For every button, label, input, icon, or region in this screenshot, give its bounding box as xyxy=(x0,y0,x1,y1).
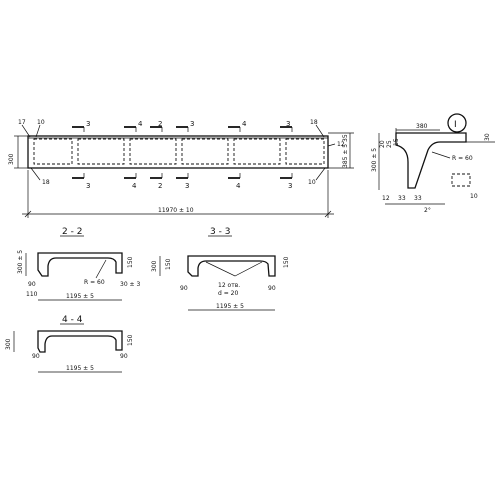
section-2-2-l1: 90 xyxy=(28,281,36,288)
section-4-4-profile xyxy=(37,330,123,353)
section-2-2-right: 150 xyxy=(127,256,134,268)
section-4-4-width: 1195 ± 5 xyxy=(66,365,94,372)
section-4-4-right: 90 xyxy=(120,353,128,360)
detail-I-h3: 25 xyxy=(386,140,393,148)
end-right-mid: 12 xyxy=(337,141,345,148)
section-4-4-title: 4 - 4 xyxy=(62,315,83,325)
section-3-3-right-top: 150 xyxy=(283,256,290,268)
beam-length: 11970 ± 10 xyxy=(158,207,194,214)
section-2-2-r: 30 ± 3 xyxy=(120,281,140,288)
detail-I-angle: 2° xyxy=(424,207,431,214)
detail-I: I 380 30 R = 60 300 ± 5 20 25 15 12 33 3… xyxy=(371,113,495,214)
section-2-2-profile xyxy=(37,252,123,277)
cut-label-3e: 3 xyxy=(185,182,189,190)
detail-I-marker xyxy=(447,113,467,133)
detail-I-right-top: 30 xyxy=(484,133,491,141)
detail-I-h2: 20 xyxy=(379,140,386,148)
beam-end-right-val: 35 xyxy=(342,134,349,142)
section-3-3-web xyxy=(205,261,263,277)
section-2-2-radius: R = 60 xyxy=(84,279,105,286)
section-4-4-right-top: 150 xyxy=(127,334,134,346)
beam-elevation: 3 4 2 3 4 3 3 4 2 3 4 3 17 10 18 18 12 1… xyxy=(8,119,354,218)
cut-label-3d: 3 xyxy=(86,182,90,190)
detail-I-b2: 33 xyxy=(398,195,406,202)
section-4-4-left: 90 xyxy=(32,353,40,360)
section-4-4: 4 - 4 300 150 90 90 1195 ± 5 xyxy=(5,315,134,373)
section-2-2-height: 300 ± 5 xyxy=(17,250,24,274)
beam-height-left: 300 xyxy=(8,153,15,165)
section-cuts-bottom xyxy=(72,173,293,179)
cut-label-4a: 4 xyxy=(138,120,143,128)
section-3-3-title: 3 - 3 xyxy=(210,227,230,237)
section-2-2: 2 - 2 300 ± 5 150 R = 60 90 110 30 ± 3 1… xyxy=(17,227,140,301)
end-left-bot: 18 xyxy=(42,179,50,186)
detail-I-height: 300 ± 5 xyxy=(371,148,378,172)
cut-label-3b: 3 xyxy=(190,120,194,128)
section-2-2-width: 1195 ± 5 xyxy=(66,293,94,300)
section-3-3-holes: 12 отв. xyxy=(218,282,240,289)
beam-height-right: 385 ± 5 xyxy=(342,144,349,168)
detail-I-radius: R = 60 xyxy=(452,155,473,162)
detail-I-profile xyxy=(395,132,467,189)
cut-label-4d: 4 xyxy=(236,182,241,190)
cut-label-4b: 4 xyxy=(242,120,247,128)
end-left-top2: 10 xyxy=(37,119,45,126)
section-3-3-height: 300 xyxy=(151,260,158,272)
section-2-2-l2: 110 xyxy=(26,291,38,298)
section-3-3: 3 - 3 300 150 150 90 90 12 отв. d = 20 1… xyxy=(151,227,290,311)
section-3-3-right: 90 xyxy=(268,285,276,292)
cut-label-2a: 2 xyxy=(158,120,162,128)
cut-label-3a: 3 xyxy=(86,120,90,128)
detail-I-br: 10 xyxy=(470,193,478,200)
detail-I-width: 380 xyxy=(416,123,428,130)
detail-I-b3: 33 xyxy=(414,195,422,202)
cut-label-3c: 3 xyxy=(286,120,290,128)
section-cuts-top xyxy=(72,126,293,132)
section-3-3-width: 1195 ± 5 xyxy=(216,303,244,310)
beam-cells xyxy=(33,138,325,165)
end-right-top: 18 xyxy=(310,119,318,126)
section-3-3-top-left: 150 xyxy=(165,258,172,270)
detail-I-label: I xyxy=(454,120,457,130)
section-4-4-height: 300 xyxy=(5,338,12,350)
detail-I-b1: 12 xyxy=(382,195,390,202)
section-2-2-title: 2 - 2 xyxy=(62,227,82,237)
cut-label-2b: 2 xyxy=(158,182,162,190)
detail-I-h4: 15 xyxy=(393,138,400,146)
beam-outline xyxy=(27,135,329,169)
section-3-3-left: 90 xyxy=(180,285,188,292)
cut-label-3f: 3 xyxy=(288,182,292,190)
end-right-bot: 10 xyxy=(308,179,316,186)
section-3-3-dia: d = 20 xyxy=(218,290,238,297)
cut-label-4c: 4 xyxy=(132,182,137,190)
end-left-top: 17 xyxy=(18,119,26,126)
detail-I-hole xyxy=(451,173,471,187)
section-3-3-profile xyxy=(187,255,276,277)
